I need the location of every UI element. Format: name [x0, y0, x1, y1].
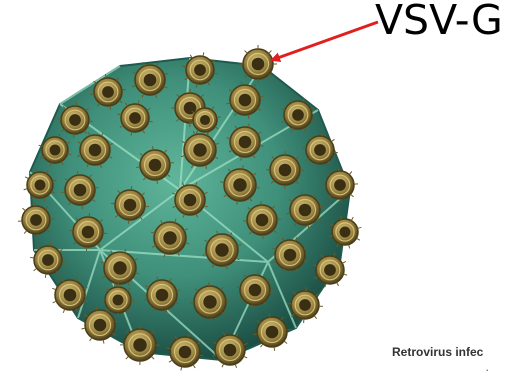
spike — [120, 325, 160, 365]
vsv-g-label: VSV-G — [375, 0, 503, 43]
caption-fragment: . — [486, 363, 489, 373]
spike — [266, 151, 304, 189]
vsv-g-arrow — [272, 22, 378, 60]
spike — [101, 283, 135, 317]
spike — [239, 45, 277, 83]
retrovirus-caption: Retrovirus infec — [392, 345, 483, 359]
